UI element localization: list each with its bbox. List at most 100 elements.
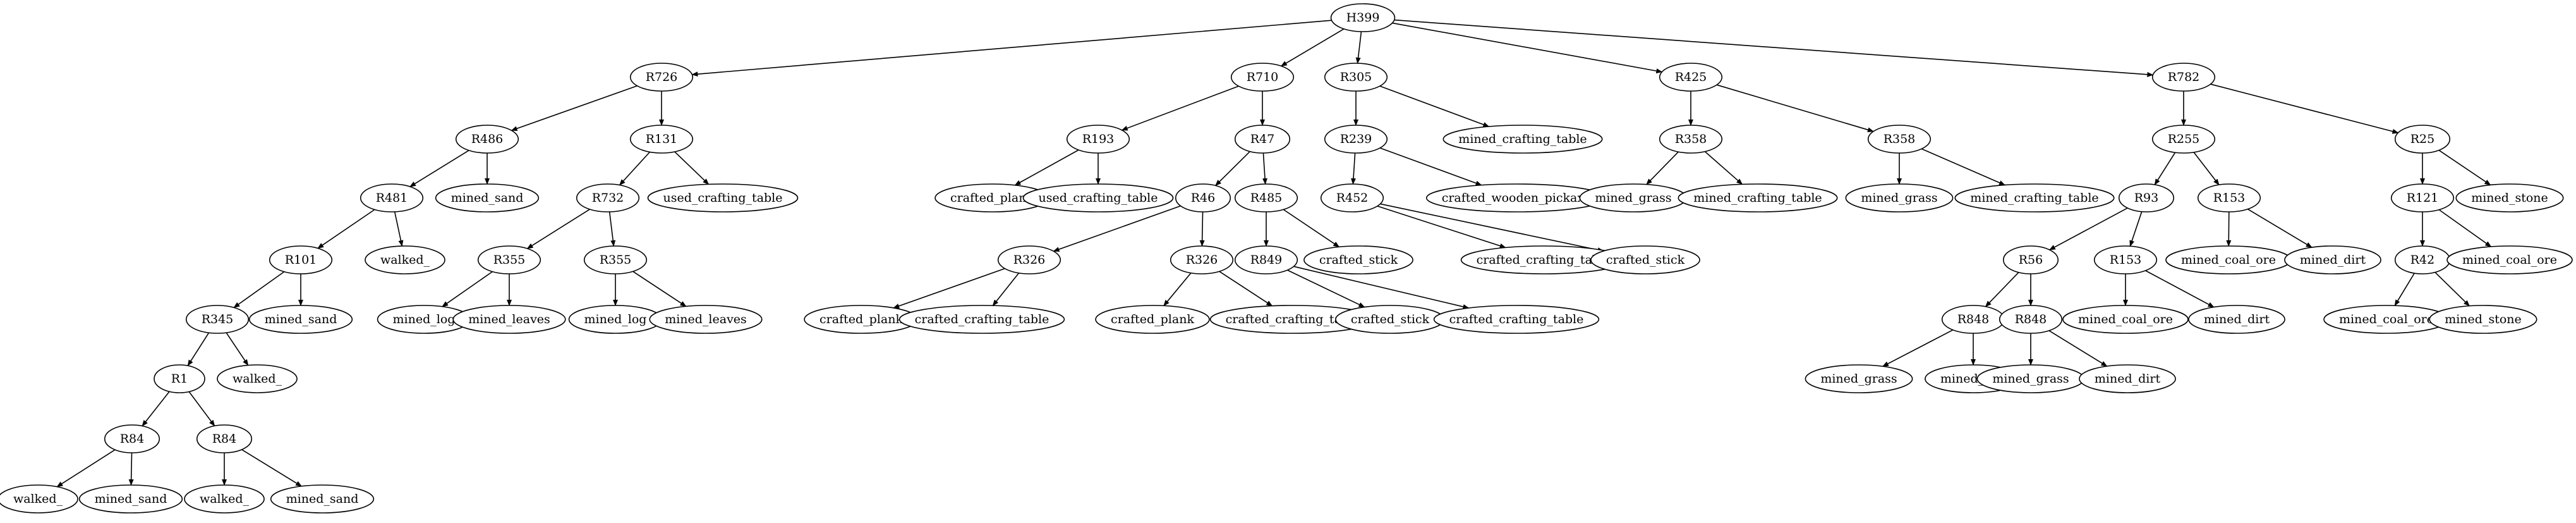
node-ellipse [360, 183, 424, 212]
node-ellipse [269, 245, 333, 274]
tree-node: mined_coal_ore [2323, 305, 2450, 334]
node-label: R326 [1186, 253, 1218, 267]
node-label: R425 [1675, 70, 1707, 84]
tree-node: crafted_wooden_pickaxe [1425, 183, 1607, 212]
tree-edge [1280, 28, 1345, 67]
tree-node: walked_ [184, 484, 265, 514]
node-label: R131 [646, 132, 678, 146]
tree-edge [2048, 330, 2108, 367]
tree-node: R255 [2151, 125, 2216, 154]
tree-node: R93 [2118, 183, 2175, 212]
tree-edge [1121, 85, 1239, 131]
node-ellipse [1659, 63, 1723, 92]
tree-node: R305 [1324, 63, 1388, 92]
node-ellipse [2062, 305, 2189, 334]
tree-node: R42 [2394, 245, 2451, 274]
tree-edge [1014, 149, 1079, 186]
tree-edge [142, 391, 170, 427]
tree-node: R848 [1941, 305, 2005, 334]
tree-edge [56, 449, 116, 488]
node-label: mined_sand [451, 191, 524, 205]
tree-node: mined_dirt [2079, 364, 2176, 393]
node-label: R345 [202, 312, 234, 326]
node-ellipse [2284, 245, 2381, 274]
node-label: mined_log [584, 312, 647, 326]
node-label: mined_crafting_table [1970, 191, 2098, 205]
tree-edge [2129, 211, 2143, 247]
node-ellipse [455, 125, 519, 154]
tree-edge [1215, 151, 1250, 187]
node-label: R193 [1082, 132, 1115, 146]
tree-node: R193 [1066, 125, 1130, 154]
tree-node: R481 [360, 183, 424, 212]
tree-node: mined_grass [1845, 183, 1954, 212]
tree-node: R358 [1659, 125, 1723, 154]
tree-edge [1921, 148, 2005, 186]
node-label: mined_grass [1820, 372, 1897, 386]
node-ellipse [2446, 245, 2573, 274]
tree-node: R849 [1234, 245, 1298, 274]
node-label: R732 [592, 191, 624, 205]
node-label: R358 [1675, 132, 1707, 146]
node-label: R305 [1340, 70, 1372, 84]
node-label: R355 [493, 253, 526, 267]
tree-edge [1219, 271, 1273, 307]
node-label: mined_coal_ore [2078, 312, 2173, 326]
tree-edge [409, 150, 469, 187]
tree-edge [2247, 208, 2313, 248]
tree-node: mined_grass [1976, 364, 2085, 393]
node-label: walked_ [380, 253, 430, 267]
tree-node: crafted_plank [934, 183, 1049, 212]
node-label: R93 [2134, 191, 2158, 205]
tree-edge [394, 211, 404, 247]
tree-edge [1293, 266, 1470, 309]
tree-node: crafted_crafting_table [1209, 305, 1376, 334]
tree-edge [1646, 151, 1679, 185]
node-ellipse [104, 424, 160, 453]
tree-edge [608, 211, 616, 247]
tree-edge [1704, 151, 1743, 185]
tree-edge [2434, 271, 2470, 307]
tree-node: mined_grass [1805, 364, 1913, 393]
tree-edge [2145, 270, 2215, 308]
tree-node: R84 [196, 424, 253, 453]
tree-node: mined_coal_ore [2062, 305, 2189, 334]
node-label: H399 [1346, 11, 1380, 25]
node-label: crafted_stick [1319, 253, 1398, 267]
tree-edge [691, 20, 1332, 77]
tree-node: R101 [269, 245, 333, 274]
tree-edge [1379, 85, 1490, 127]
node-ellipse [2002, 245, 2059, 274]
tree-node: R47 [1234, 125, 1291, 154]
tree-node: crafted_stick [1335, 305, 1445, 334]
tree-node: R485 [1234, 183, 1298, 212]
tree-edge [442, 271, 493, 307]
node-ellipse [2151, 125, 2216, 154]
node-ellipse [1442, 125, 1603, 154]
tree-edge [1380, 203, 1604, 253]
node-ellipse [154, 364, 205, 393]
node-ellipse [647, 183, 799, 212]
node-label: R42 [2410, 253, 2434, 267]
tree-node: used_crafting_table [1022, 183, 1174, 212]
node-ellipse [1234, 183, 1298, 212]
tree-node: mined_leaves [452, 305, 566, 334]
node-ellipse [1590, 245, 1700, 274]
node-ellipse [452, 305, 566, 334]
node-ellipse [583, 245, 648, 274]
tree-edge [526, 209, 590, 249]
node-ellipse [184, 484, 265, 514]
tree-node: R239 [1324, 125, 1388, 154]
node-label: R486 [471, 132, 504, 146]
node-ellipse [1022, 183, 1174, 212]
tree-node: mined_sand [78, 484, 183, 514]
node-ellipse [1170, 245, 1234, 274]
tree-node: mined_sand [270, 484, 375, 514]
node-label: mined_coal_ore [2181, 253, 2276, 267]
node-label: crafted_plank [1111, 312, 1194, 326]
tree-edge [1379, 147, 1482, 186]
node-label: R153 [2213, 191, 2246, 205]
tree-edge [1053, 205, 1181, 252]
node-label: mined_sand [95, 492, 167, 506]
node-label: R25 [2410, 132, 2434, 146]
